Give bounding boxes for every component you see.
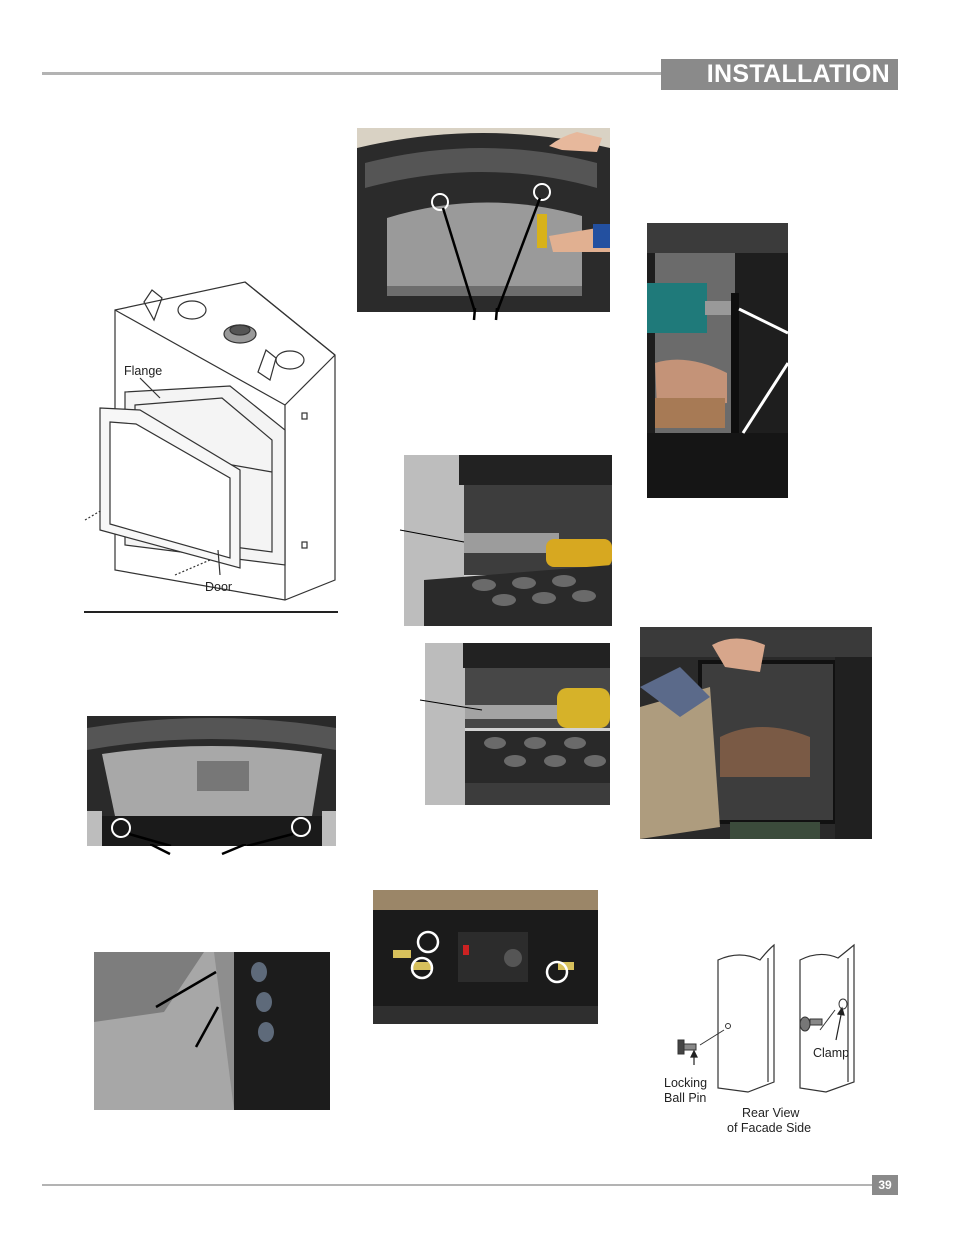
ball-pin-clamp-diagram (677, 943, 855, 1093)
locking-ball-pin-label-1: Locking (664, 1076, 708, 1090)
photo-inner-corner (94, 952, 330, 1110)
photo-lower-bracket (87, 716, 336, 846)
flange-label: Flange (124, 364, 163, 378)
header-rule (42, 72, 662, 75)
page-number: 39 (872, 1175, 898, 1195)
pointer-line-bracket-2 (419, 699, 483, 711)
photo-screen-install (640, 627, 872, 839)
door-label: Door (205, 580, 233, 594)
diagram-divider (84, 611, 338, 613)
pointer-lines-top (472, 308, 499, 321)
section-title: INSTALLATION (661, 59, 898, 90)
photo-bracket-screw-1 (404, 455, 612, 626)
rear-view-label-2: of Facade Side (727, 1121, 812, 1135)
clamp-label: Clamp (813, 1046, 850, 1060)
locking-ball-pin-label-2: Ball Pin (664, 1091, 707, 1105)
rear-view-label-1: Rear View (742, 1106, 800, 1120)
pointer-lines-lower (150, 844, 247, 856)
photo-remove-screws (357, 128, 610, 312)
photo-bracket-screw-2 (425, 643, 610, 805)
footer-rule (42, 1184, 872, 1186)
pointer-line-bracket-1 (399, 529, 465, 543)
fireplace-diagram (80, 280, 345, 610)
photo-drill-facade (647, 223, 788, 498)
photo-control-panel (373, 890, 598, 1024)
